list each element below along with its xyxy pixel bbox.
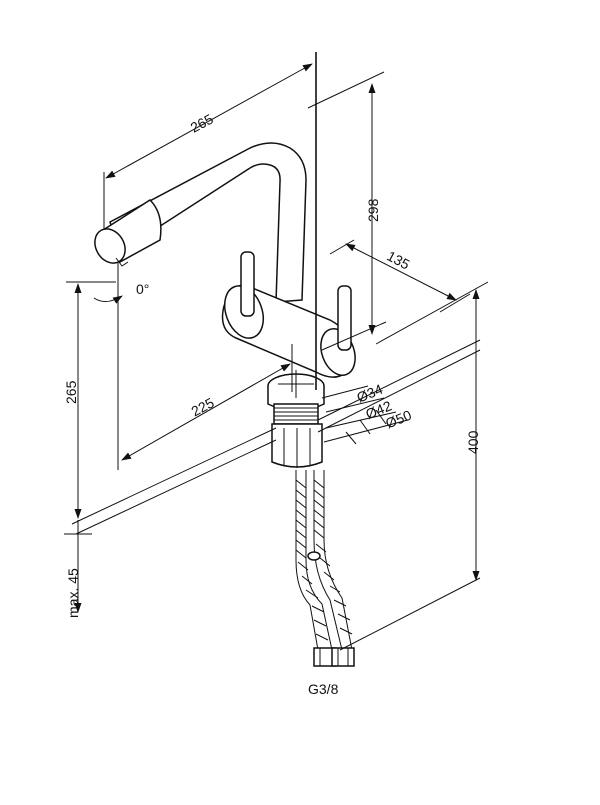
- hose-crossing: [307, 551, 321, 561]
- label-outlet-height: 265: [63, 380, 79, 404]
- dimension-lines: [64, 52, 489, 651]
- left-lever: [240, 251, 255, 317]
- label-base-depth: 135: [384, 247, 412, 272]
- hose-fitting-right: [331, 647, 355, 667]
- label-overall-height: 298: [365, 198, 381, 222]
- threaded-shank: [273, 403, 319, 425]
- label-total-height: 400: [465, 430, 481, 454]
- supply-hoses: [295, 470, 355, 667]
- label-spout-reach: 265: [188, 110, 216, 135]
- label-swivel-angle: 0°: [136, 281, 149, 297]
- right-lever: [337, 285, 352, 351]
- label-outlet-to-base: 225: [189, 394, 217, 419]
- label-deck-thickness: max. 45: [65, 568, 81, 618]
- aerator: [115, 257, 129, 267]
- label-connection-thread: G3/8: [308, 681, 339, 697]
